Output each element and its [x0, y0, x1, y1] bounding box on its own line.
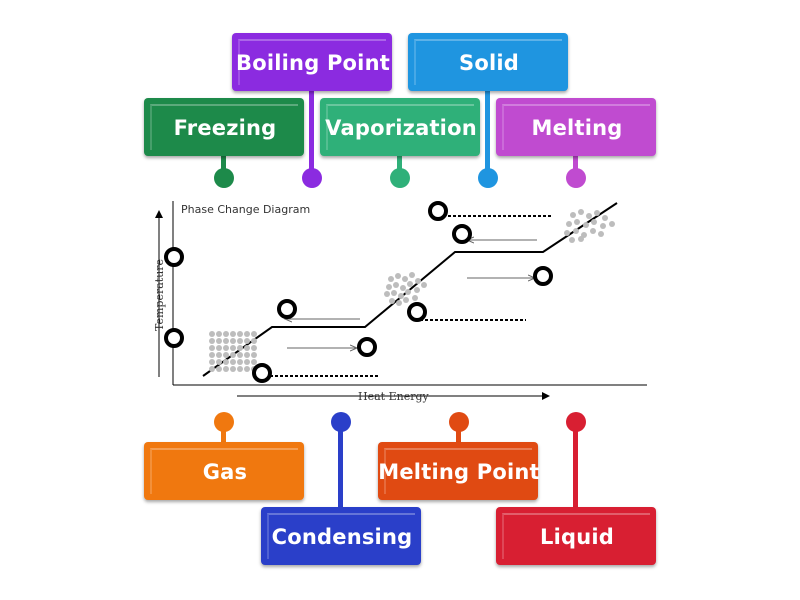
tile-label: Melting	[531, 116, 623, 140]
tile-condensing[interactable]: Condensing	[261, 507, 421, 565]
drop-target[interactable]	[407, 302, 427, 322]
pin-stem	[573, 154, 578, 178]
tile-freezing[interactable]: Freezing	[144, 98, 304, 156]
tile-liquid[interactable]: Liquid	[496, 507, 656, 565]
gas-particles	[564, 209, 615, 243]
drop-target[interactable]	[164, 247, 184, 267]
tile-label: Melting Point	[378, 460, 540, 484]
tile-label: Condensing	[271, 525, 413, 549]
drop-target[interactable]	[277, 299, 297, 319]
pin-dot	[449, 412, 469, 432]
pin-stem	[221, 422, 226, 446]
drop-target[interactable]	[428, 201, 448, 221]
pin-dot	[214, 412, 234, 432]
pin-stem	[338, 422, 343, 512]
drop-target[interactable]	[533, 266, 553, 286]
y-axis-label: Temperature	[153, 259, 166, 331]
pin-dot	[478, 168, 498, 188]
phase-change-diagram: Phase Change Diagram Temperature Heat En…	[153, 201, 647, 403]
tile-vaporization[interactable]: Vaporization	[320, 98, 480, 156]
pin-stem	[485, 88, 490, 180]
tile-label: Freezing	[173, 116, 277, 140]
drop-target[interactable]	[357, 337, 377, 357]
tile-label: Gas	[202, 460, 248, 484]
tile-melting-point[interactable]: Melting Point	[378, 442, 540, 500]
pin-dot	[390, 168, 410, 188]
pin-stem	[221, 154, 226, 178]
diagram-title: Phase Change Diagram	[181, 203, 310, 216]
tile-label: Solid	[459, 51, 519, 75]
pin-dot	[331, 412, 351, 432]
x-axis-label: Heat Energy	[358, 390, 430, 403]
pin-dot	[302, 168, 322, 188]
drop-target[interactable]	[452, 224, 472, 244]
solid-particles	[209, 331, 257, 372]
drop-target[interactable]	[252, 363, 272, 383]
tile-label: Liquid	[540, 525, 614, 549]
heating-curve	[202, 202, 618, 377]
tile-label: Boiling Point	[236, 51, 390, 75]
drop-target[interactable]	[164, 328, 184, 348]
tile-gas[interactable]: Gas	[144, 442, 304, 500]
tile-solid[interactable]: Solid	[408, 33, 568, 91]
tile-melting[interactable]: Melting	[496, 98, 656, 156]
pin-dot	[566, 168, 586, 188]
pin-dot	[566, 412, 586, 432]
pin-stem	[309, 88, 314, 180]
pin-dot	[214, 168, 234, 188]
pin-stem	[397, 154, 402, 178]
pin-stem	[573, 422, 578, 512]
tile-boiling-point[interactable]: Boiling Point	[232, 33, 392, 91]
liquid-particles	[384, 272, 427, 306]
pin-stem	[456, 422, 461, 446]
tile-label: Vaporization	[325, 116, 477, 140]
